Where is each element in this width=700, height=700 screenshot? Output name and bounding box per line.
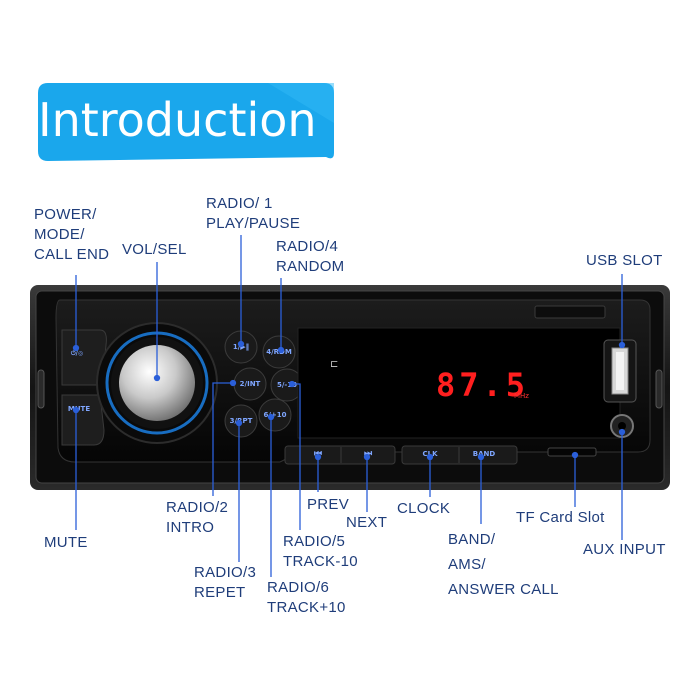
button-6-track-plus-10[interactable]: 6/+10: [263, 411, 287, 419]
label-usb-slot: USB SLOT: [586, 252, 663, 269]
mute-button[interactable]: MUTE: [67, 405, 91, 413]
frequency-unit: MHz: [514, 392, 529, 400]
label-mute: MUTE: [44, 534, 88, 551]
label-prev: PREV: [307, 496, 350, 513]
button-2-intro[interactable]: 2/INT: [239, 380, 261, 388]
svg-text:⊏: ⊏: [330, 359, 338, 370]
label-clock: CLOCK: [397, 500, 451, 517]
label-tf-card-slot: TF Card Slot: [516, 509, 605, 526]
page-title: Introduction: [38, 93, 317, 147]
title-banner: Introduction: [38, 83, 334, 163]
next-button[interactable]: ⏭: [363, 449, 373, 459]
button-5-track-minus-10[interactable]: 5/-10: [276, 381, 298, 389]
power-button[interactable]: ⏻/◎: [70, 350, 84, 357]
label-band-ams-answer-call: BAND/AMS/ANSWER CALL: [448, 531, 559, 598]
label-power-mode-call-end: POWER/MODE/CALL END: [34, 206, 110, 263]
volume-knob: [119, 345, 195, 421]
frequency-display: 87.5: [436, 366, 530, 404]
tf-card-slot: [547, 447, 597, 457]
label-vol-sel: VOL/SEL: [122, 241, 187, 258]
label-aux-input: AUX INPUT: [583, 541, 666, 558]
title-banner-shape: [38, 83, 334, 161]
band-button[interactable]: BAND: [472, 450, 496, 458]
label-next: NEXT: [346, 514, 388, 531]
